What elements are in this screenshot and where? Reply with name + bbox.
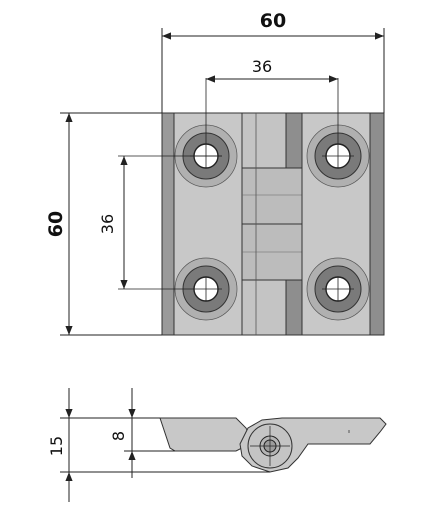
dim-hole-spacing-vertical-label: 36 (98, 214, 117, 234)
dim-overall-width-label: 60 (260, 10, 286, 32)
dim-hole-spacing-horizontal-label: 36 (252, 57, 272, 76)
dim-hole-spacing-horizontal: 36 (206, 57, 338, 83)
dim-leaf-thickness: 8 (109, 388, 175, 478)
dim-total-thickness-label: 15 (47, 436, 66, 456)
knuckle (241, 112, 303, 336)
dim-overall-height-label: 60 (45, 211, 67, 237)
dim-total-thickness: 15 (47, 388, 270, 502)
hinge-profile (159, 417, 251, 452)
dim-overall-height: 60 (45, 112, 162, 336)
side-view: 15 8 (47, 388, 387, 502)
front-view: 60 36 60 36 (45, 10, 385, 336)
dim-overall-width: 60 (161, 10, 385, 113)
dim-hole-spacing-vertical: 36 (98, 156, 128, 289)
side-knuckle (247, 423, 293, 469)
hole-centerlines (118, 78, 354, 301)
dim-leaf-thickness-label: 8 (109, 431, 128, 441)
